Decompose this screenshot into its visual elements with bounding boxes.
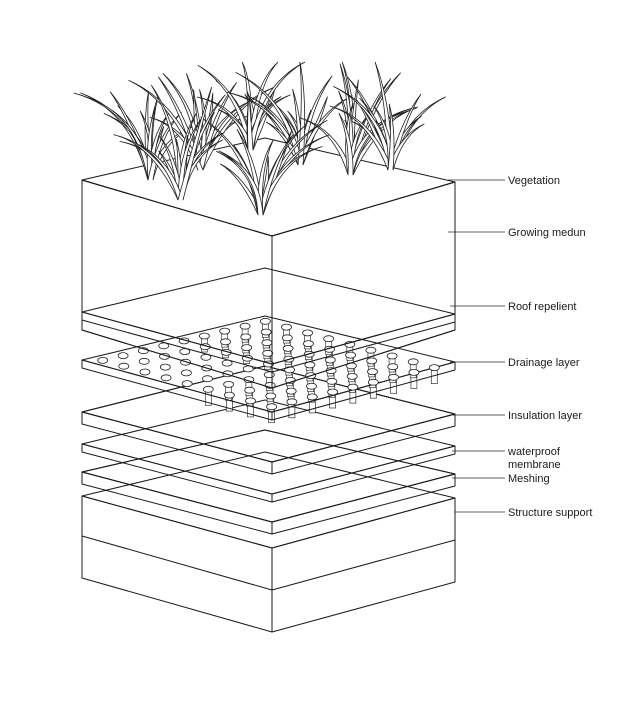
drainage-hole <box>261 329 271 335</box>
drainage-hole <box>260 318 270 324</box>
drainage-hole <box>307 383 317 389</box>
drainage-hole <box>287 399 297 405</box>
drainage-hole <box>368 369 378 375</box>
drainage-hole <box>327 378 337 384</box>
drainage-hole <box>245 387 255 393</box>
drainage-hole <box>328 389 338 395</box>
label-roof-repellent: Roof repelient <box>508 301 577 313</box>
meshing-layer <box>82 430 455 534</box>
drainage-hole <box>262 340 272 346</box>
drainage-hole <box>303 341 313 347</box>
grass-blade <box>74 93 153 180</box>
drainage-hole <box>282 324 292 330</box>
drainage-hole <box>220 328 230 334</box>
vegetation-grass <box>74 62 446 215</box>
drainage-hole <box>203 376 213 382</box>
drainage-hole <box>161 375 171 381</box>
drainage-hole <box>160 364 170 370</box>
drainage-hole <box>324 336 334 342</box>
label-drainage: Drainage layer <box>508 357 580 369</box>
drainage-hole <box>325 357 335 363</box>
drainage-hole <box>118 353 128 359</box>
label-vegetation: Vegetation <box>508 175 560 187</box>
drainage-hole <box>266 393 276 399</box>
drainage-hole <box>368 379 378 385</box>
drainage-hole <box>283 345 293 351</box>
drainage-hole <box>140 369 150 375</box>
drainage-hole <box>224 381 234 387</box>
drainage-hole <box>267 404 277 410</box>
drainage-hole <box>282 335 292 341</box>
drainage-hole <box>348 384 358 390</box>
label-insulation: Insulation layer <box>508 410 582 422</box>
drainage-hole <box>346 352 356 358</box>
label-meshing: Meshing <box>508 473 550 485</box>
drainage-hole <box>367 358 377 364</box>
label-waterproof-line1: waterproof <box>507 446 561 458</box>
structure-support-layer <box>82 452 455 632</box>
label-structure: Structure support <box>508 507 592 519</box>
drainage-hole <box>221 339 231 345</box>
drainage-hole <box>307 394 317 400</box>
drainage-hole <box>139 358 149 364</box>
drainage-hole <box>203 386 213 392</box>
drainage-hole <box>388 364 398 370</box>
drainage-hole <box>389 374 399 380</box>
drainage-hole <box>347 373 357 379</box>
drainage-hole <box>429 365 439 371</box>
leader-lines <box>448 180 505 512</box>
drainage-hole <box>409 369 419 375</box>
layer-labels: Vegetation Growing medun Roof repelient … <box>507 175 592 519</box>
drainage-hole <box>242 345 252 351</box>
drainage-hole <box>286 388 296 394</box>
drainage-hole <box>263 350 273 356</box>
drainage-hole <box>240 323 250 329</box>
grass-blade <box>80 93 153 180</box>
drainage-hole <box>241 334 251 340</box>
drainage-hole <box>98 357 108 363</box>
drainage-hole <box>408 359 418 365</box>
label-waterproof-line2: membrane <box>508 459 561 471</box>
drainage-hole <box>199 333 209 339</box>
drainage-hole <box>246 398 256 404</box>
drainage-hole <box>387 353 397 359</box>
drainage-hole <box>119 363 129 369</box>
drainage-layer <box>82 316 455 423</box>
drainage-hole <box>303 330 313 336</box>
drainage-hole <box>224 392 234 398</box>
drainage-hole <box>181 370 191 376</box>
drainage-hole <box>182 381 192 387</box>
drainage-hole <box>264 372 274 378</box>
drainage-hole <box>366 347 376 353</box>
label-growing-medium: Growing medun <box>508 227 586 239</box>
